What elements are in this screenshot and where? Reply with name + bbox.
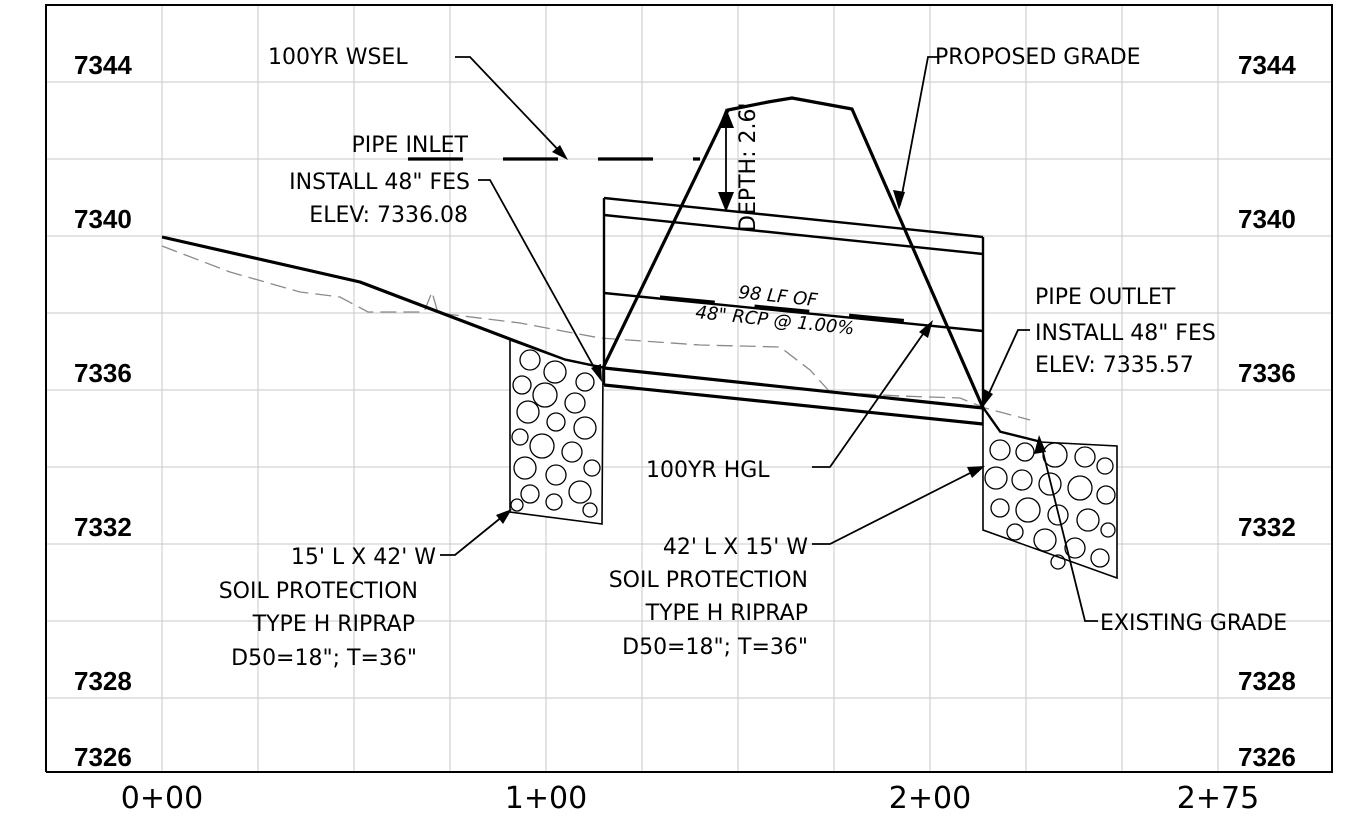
- inlet-install-label: INSTALL 48" FES: [289, 170, 470, 195]
- existing-grade-line: [161, 245, 1031, 421]
- hgl-label: 100YR HGL: [646, 458, 770, 483]
- pipe-outlet-label: PIPE OUTLET: [1035, 285, 1176, 310]
- station-label-100: 1+00: [505, 781, 587, 816]
- elev-label-7336: 7336: [74, 358, 132, 388]
- riprap-right-dimensions: 42' L X 15' W: [663, 535, 808, 560]
- station-axis: 0+00 1+00 2+00 2+75: [121, 781, 1259, 816]
- station-label-200: 2+00: [889, 781, 971, 816]
- riprap-right-type: TYPE H RIPRAP: [645, 601, 808, 626]
- elev-label-7328: 7328: [1238, 666, 1296, 696]
- station-label-0: 0+00: [121, 781, 203, 816]
- depth-dimension: [718, 108, 734, 212]
- elev-label-7326: 7326: [1238, 742, 1296, 772]
- existing-grade-label: EXISTING GRADE: [1100, 611, 1287, 636]
- station-label-275: 2+75: [1177, 781, 1259, 816]
- wsel-label: 100YR WSEL: [268, 45, 408, 70]
- proposed-grade-label: PROPOSED GRADE: [935, 45, 1141, 70]
- inlet-elev-label: ELEV: 7336.08: [309, 203, 468, 228]
- elev-label-7332: 7332: [1238, 512, 1296, 542]
- leaders: [440, 56, 1098, 622]
- riprap-left-size: D50=18"; T=36": [231, 646, 417, 671]
- hgl-line: [659, 295, 941, 326]
- riprap-left-type: TYPE H RIPRAP: [252, 612, 415, 637]
- riprap-left-purpose: SOIL PROTECTION: [219, 579, 418, 604]
- elev-label-7326: 7326: [74, 742, 132, 772]
- outlet-install-label: INSTALL 48" FES: [1035, 321, 1216, 346]
- elev-label-7340: 7340: [74, 204, 132, 234]
- outlet-elev-label: ELEV: 7335.57: [1035, 353, 1194, 378]
- annotations: 100YR WSEL PROPOSED GRADE PIPE INLET INS…: [219, 45, 1287, 671]
- drawing-frame: [45, 4, 1333, 773]
- riprap-right-purpose: SOIL PROTECTION: [609, 568, 808, 593]
- elevation-axis-left: 7344 7340 7336 7332 7328 7326: [74, 50, 132, 772]
- pipe-inlet-label: PIPE INLET: [352, 133, 469, 158]
- riprap-left-dimensions: 15' L X 42' W: [291, 545, 436, 570]
- elev-label-7340: 7340: [1238, 204, 1296, 234]
- elev-label-7336: 7336: [1238, 358, 1296, 388]
- elev-label-7344: 7344: [1238, 50, 1296, 80]
- depth-label: DEPTH: 2.6': [736, 102, 761, 232]
- elevation-axis-right: 7344 7340 7336 7332 7328 7326: [1238, 50, 1296, 772]
- proposed-grade-left: [161, 235, 604, 370]
- grid: [46, 5, 1332, 772]
- riprap-left: [509, 338, 604, 525]
- elev-label-7344: 7344: [74, 50, 132, 80]
- riprap-right-size: D50=18"; T=36": [622, 635, 808, 660]
- riprap-right: [982, 405, 1118, 580]
- elev-label-7332: 7332: [74, 512, 132, 542]
- elev-label-7328: 7328: [74, 666, 132, 696]
